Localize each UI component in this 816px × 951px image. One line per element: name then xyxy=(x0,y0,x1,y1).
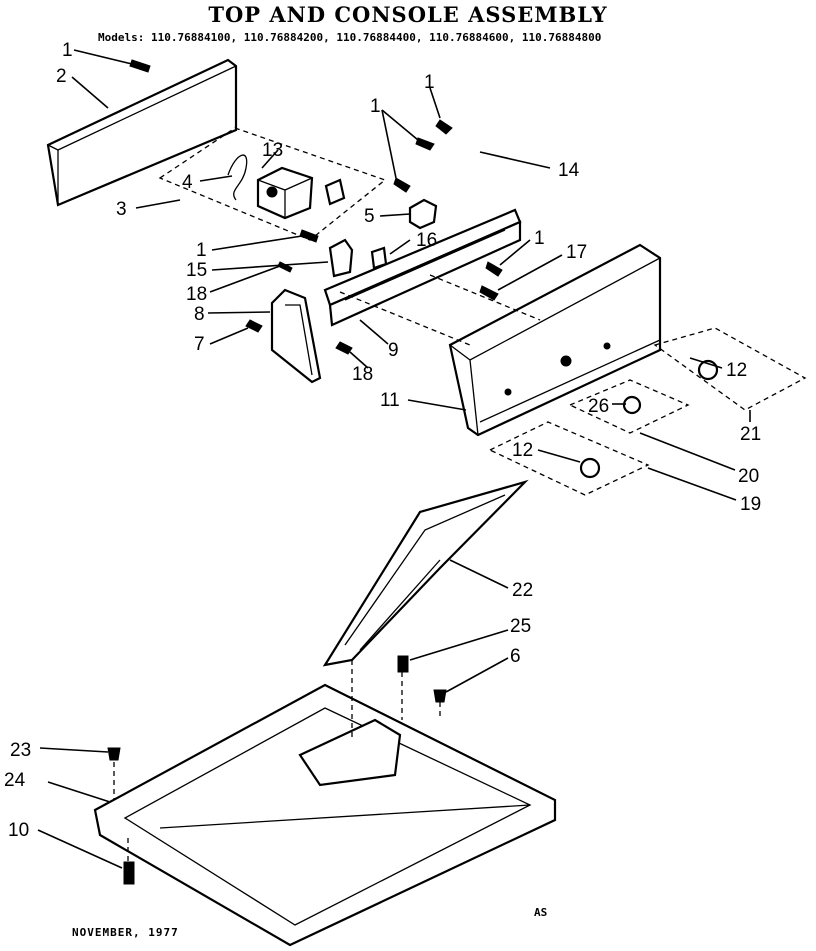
page-title: TOP AND CONSOLE ASSEMBLY xyxy=(208,2,608,27)
callout-21: 21 xyxy=(740,424,761,445)
small-switch xyxy=(328,238,354,278)
knob-19 xyxy=(579,457,601,479)
wire-harness xyxy=(227,154,248,201)
screw-e xyxy=(485,261,503,277)
callout-1e: 1 xyxy=(196,240,207,261)
top-cover xyxy=(93,683,557,947)
screw-a xyxy=(415,137,435,151)
timer-part xyxy=(256,166,314,220)
screw-23 xyxy=(107,747,121,761)
callout-16: 16 xyxy=(416,230,437,251)
assembly-lines xyxy=(113,274,541,862)
callout-8: 8 xyxy=(194,304,205,325)
callout-17: 17 xyxy=(566,242,587,263)
callout-5: 5 xyxy=(364,206,375,227)
rear-panel xyxy=(46,58,238,207)
callout-19: 19 xyxy=(740,494,761,515)
callout-1b: 1 xyxy=(424,72,435,93)
callout-4: 4 xyxy=(182,172,193,193)
screw-c xyxy=(299,229,319,243)
callout-11: 11 xyxy=(380,390,400,411)
callout-20: 20 xyxy=(738,466,759,487)
console-bracket xyxy=(323,208,522,327)
callout-1: 1 xyxy=(62,40,73,61)
callout-1d: 1 xyxy=(534,228,545,249)
screw-b xyxy=(393,177,411,193)
drawing-code: AS xyxy=(534,906,548,919)
screw-14 xyxy=(435,119,453,135)
callout-12b: 12 xyxy=(512,440,533,461)
screw-g xyxy=(245,319,263,333)
callout-12a: 12 xyxy=(726,360,747,381)
screw-f xyxy=(479,285,499,301)
screw-d xyxy=(277,261,293,273)
callout-18a: 18 xyxy=(186,284,207,305)
harness-group-box xyxy=(158,127,387,241)
screw-6 xyxy=(433,689,447,703)
callout-25: 25 xyxy=(510,616,531,637)
knob-group-19 xyxy=(488,421,650,496)
callouts: 1 2 3 4 13 1 1 14 5 16 1 17 1 15 18 8 7 … xyxy=(4,40,761,841)
callout-1c: 1 xyxy=(370,96,381,117)
callout-23: 23 xyxy=(10,740,31,761)
footer-date: NOVEMBER, 1977 xyxy=(72,926,179,939)
terminal-clip xyxy=(324,178,346,206)
screw-h xyxy=(335,341,353,355)
small-block xyxy=(370,246,388,270)
callout-6: 6 xyxy=(510,646,521,667)
lint-door xyxy=(322,479,529,667)
callout-10: 10 xyxy=(8,820,29,841)
knob-group-21 xyxy=(653,327,807,411)
knob-group-20 xyxy=(568,379,690,434)
callout-3: 3 xyxy=(116,199,127,220)
callout-22: 22 xyxy=(512,580,533,601)
callout-14: 14 xyxy=(558,160,580,181)
callout-15: 15 xyxy=(186,260,207,281)
console-end-cap xyxy=(270,288,322,384)
callout-18b: 18 xyxy=(352,364,373,385)
model-numbers: Models: 110.76884100, 110.76884200, 110.… xyxy=(98,31,602,44)
callout-9: 9 xyxy=(388,340,399,361)
screw-1 xyxy=(129,59,151,73)
callout-13: 13 xyxy=(262,140,283,161)
leader-lines xyxy=(37,49,751,869)
switch-part xyxy=(408,198,438,230)
callout-26: 26 xyxy=(588,396,609,417)
console-panel xyxy=(448,243,662,437)
knob-20 xyxy=(622,395,642,415)
screw-25 xyxy=(397,655,409,673)
screw-10 xyxy=(123,861,135,885)
callout-7: 7 xyxy=(194,334,205,355)
callout-2: 2 xyxy=(56,66,67,87)
callout-24: 24 xyxy=(4,770,26,791)
